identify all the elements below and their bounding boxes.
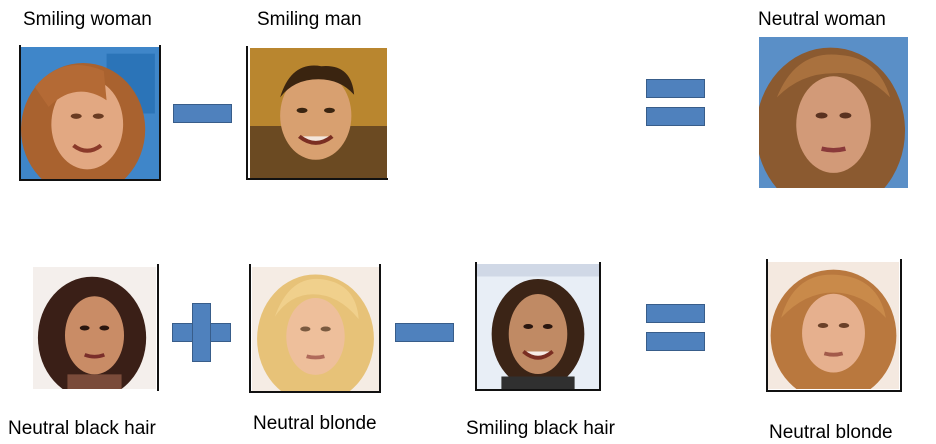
frame-line-bottom [249,391,381,393]
face-image-neutral-woman-result [759,37,908,188]
face-image-smiling-man [250,48,387,178]
label-smiling-black-hair: Smiling black hair [466,418,615,439]
frame-line-bottom [246,178,388,180]
label-neutral-blonde: Neutral blonde [253,413,377,434]
frame-line-left [766,259,768,392]
label-neutral-blonde-result: Neutral blonde [769,422,893,443]
frame-line-right [159,45,161,181]
face-image-smiling-black-hair [477,264,599,389]
frame-line-left [249,264,251,393]
equals-operator-top-bar [646,79,705,98]
equals-operator-top-bar [646,304,705,323]
equals-operator-bottom-bar [646,332,705,351]
label-neutral-woman-result: Neutral woman [758,9,886,30]
frame-line-left [19,45,21,181]
frame-line-bottom [475,389,601,391]
face-image-smiling-woman [21,47,159,180]
minus-operator [173,104,232,123]
frame-line-left [475,262,477,391]
label-neutral-black-hair: Neutral black hair [8,418,156,439]
minus-operator [395,323,454,342]
equals-operator-bottom-bar [646,107,705,126]
face-image-neutral-blonde-result [768,262,899,389]
frame-line-right [157,264,159,391]
frame-line-bottom [766,390,902,392]
frame-line-left [246,46,248,180]
frame-line-right [379,264,381,393]
frame-line-right [900,259,902,392]
frame-line-right [599,262,601,391]
face-image-neutral-black-hair [33,267,156,389]
plus-operator-vertical [192,303,211,362]
face-image-neutral-blonde [252,267,379,391]
frame-line-bottom [19,179,161,181]
label-smiling-woman: Smiling woman [23,9,152,30]
label-smiling-man: Smiling man [257,9,362,30]
